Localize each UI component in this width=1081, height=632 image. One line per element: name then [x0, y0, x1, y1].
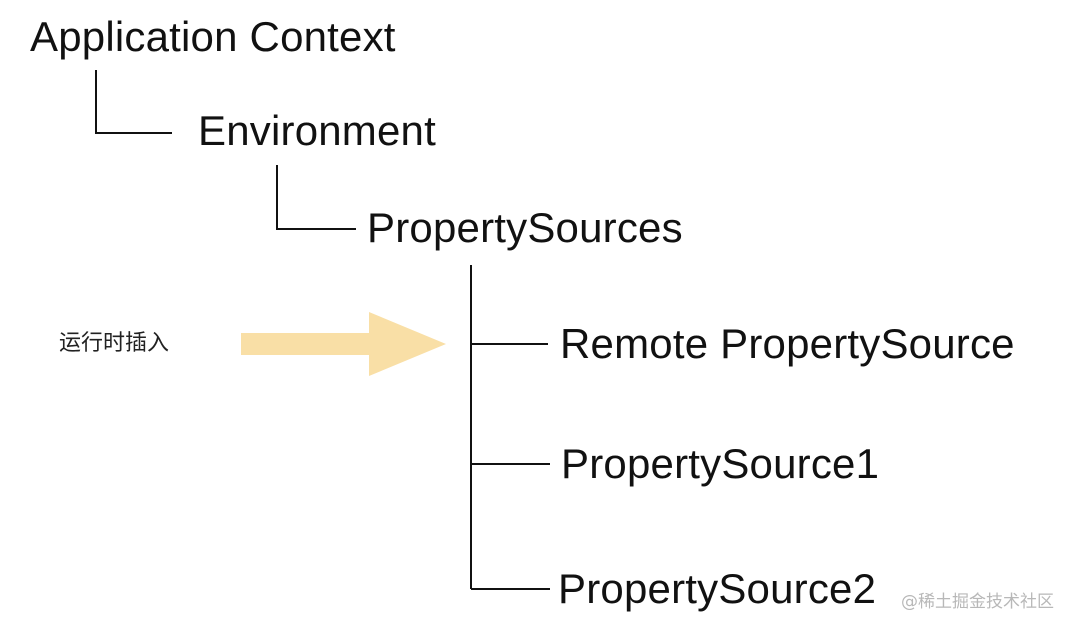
node-property-source-1: PropertySource1 — [561, 440, 880, 487]
node-remote-property-source: Remote PropertySource — [560, 320, 1015, 367]
node-property-source-2: PropertySource2 — [558, 565, 877, 612]
runtime-insert-label: 运行时插入 — [59, 331, 170, 356]
connector-appcontext-environment — [95, 70, 172, 134]
node-property-sources: PropertySources — [367, 204, 683, 251]
node-environment: Environment — [198, 107, 436, 154]
node-application-context: Application Context — [30, 13, 396, 60]
insert-arrow — [241, 312, 446, 376]
watermark-text: @稀土掘金技术社区 — [901, 592, 1054, 612]
connector-environment-propertysources — [276, 165, 356, 230]
